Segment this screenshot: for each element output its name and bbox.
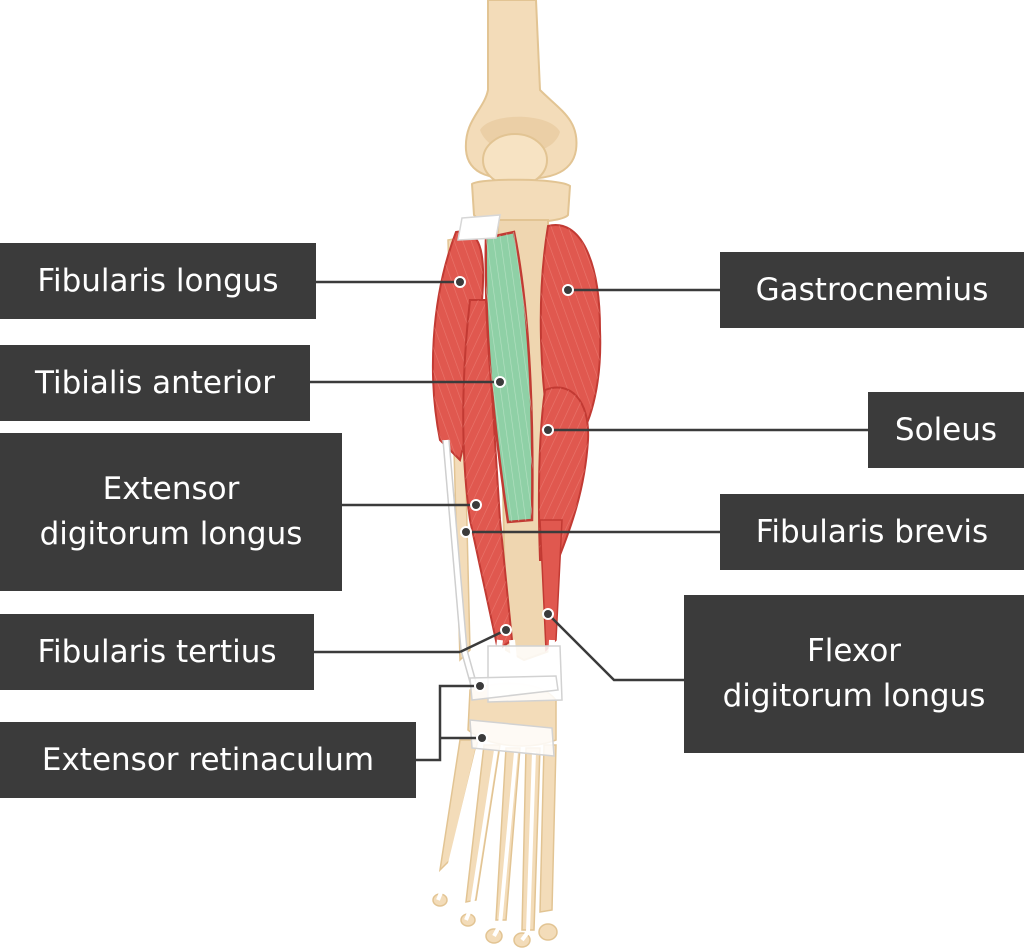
label-tibialis-anterior-text: Tibialis anterior — [34, 364, 276, 401]
label-flexor-digitorum-longus-line1: Flexor — [806, 633, 902, 670]
label-extensor-retinaculum: Extensor retinaculum — [0, 722, 416, 798]
patella-bone — [482, 133, 548, 187]
label-tibialis-anterior: Tibialis anterior — [0, 345, 310, 421]
label-extensor-digitorum-longus-line1: Extensor — [102, 471, 240, 508]
pointer-dots — [454, 276, 574, 744]
label-fibularis-longus-text: Fibularis longus — [37, 262, 279, 299]
label-fibularis-longus: Fibularis longus — [0, 243, 316, 319]
label-soleus: Soleus — [868, 392, 1024, 468]
label-gastrocnemius-text: Gastrocnemius — [755, 271, 989, 308]
label-soleus-text: Soleus — [894, 411, 998, 448]
label-flexor-digitorum-longus-line2: digitorum longus — [722, 678, 986, 714]
label-flexor-digitorum-longus: Flexor digitorum longus — [684, 595, 1024, 753]
label-fibularis-tertius: Fibularis tertius — [0, 614, 314, 690]
label-gastrocnemius: Gastrocnemius — [720, 252, 1024, 328]
label-fibularis-brevis-text: Fibularis brevis — [755, 513, 989, 550]
label-extensor-digitorum-longus-line2: digitorum longus — [39, 516, 303, 552]
label-extensor-retinaculum-text: Extensor retinaculum — [41, 741, 375, 778]
label-fibularis-tertius-text: Fibularis tertius — [37, 633, 277, 670]
label-fibularis-brevis: Fibularis brevis — [720, 494, 1024, 570]
leader-lines — [310, 280, 868, 762]
extensor-retinaculum-bands — [469, 645, 563, 757]
label-extensor-digitorum-longus: Extensor digitorum longus — [0, 433, 342, 591]
